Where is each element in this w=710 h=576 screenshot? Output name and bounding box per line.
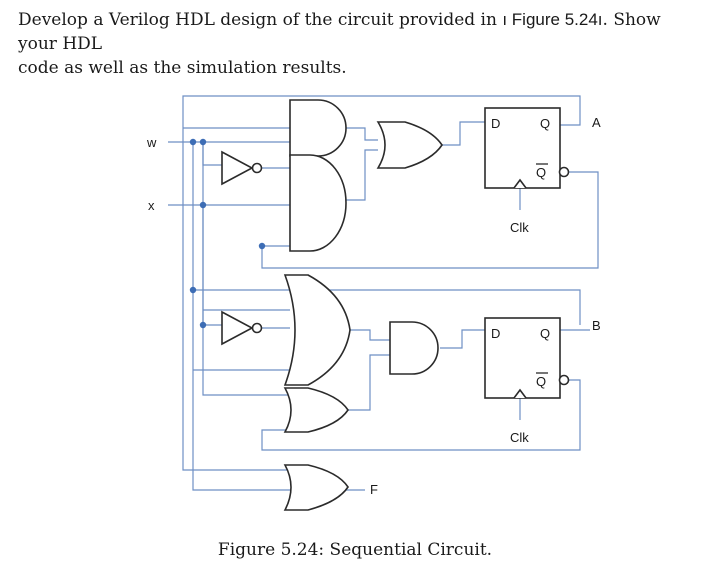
figure-caption: Figure 5.24: Sequential Circuit. — [217, 540, 493, 560]
junction-dot — [199, 138, 207, 146]
junction-dot — [199, 201, 207, 209]
prompt-text-1: Develop a Verilog HDL design of the circ… — [18, 10, 503, 30]
ff-bottom-qbar-bubble — [558, 374, 570, 386]
figure-reference: ı Figure 5.24ı — [502, 10, 603, 29]
junction-dot — [199, 321, 207, 329]
and-gate-1 — [289, 99, 347, 157]
inverter-top — [221, 150, 263, 186]
or-gate-f — [283, 464, 349, 511]
input-w-label: w — [146, 135, 157, 150]
problem-statement: Develop a Verilog HDL design of the circ… — [18, 8, 698, 80]
or-gate-4 — [283, 387, 349, 433]
ff-top-q-label: Q — [540, 116, 550, 131]
junction-dots — [189, 138, 266, 329]
and-gate-bottom — [389, 321, 439, 375]
or-gate-3 — [283, 274, 351, 386]
ff-top-clk-label: Clk — [510, 220, 529, 235]
prompt-text-3: code as well as the simulation results. — [18, 58, 347, 78]
ff-top-clk-triangle — [513, 178, 527, 189]
junction-dot — [258, 242, 266, 250]
ff-bottom-clk-triangle — [513, 388, 527, 399]
junction-dot — [189, 138, 197, 146]
ff-bottom-q-label: Q — [540, 326, 550, 341]
junction-dot — [189, 286, 197, 294]
output-b-label: B — [592, 318, 601, 333]
flip-flop-bottom: D Q Q Clk — [484, 317, 570, 445]
input-x-label: x — [148, 198, 155, 213]
ff-top-qbar-bubble — [558, 166, 570, 178]
output-a-label: A — [592, 115, 601, 130]
and-gate-2 — [289, 154, 347, 252]
ff-bottom-qbar-label: Q — [536, 374, 546, 389]
prompt-text-2: . Show your HDL — [18, 10, 661, 54]
ff-top-d-label: D — [491, 116, 500, 131]
or-gate-top — [376, 121, 443, 169]
flip-flop-top: D Q Q Clk — [484, 107, 570, 235]
inverter-bottom — [221, 310, 263, 346]
ff-bottom-d-label: D — [491, 326, 500, 341]
ff-top-qbar-label: Q — [536, 165, 546, 180]
ff-bottom-clk-label: Clk — [510, 430, 529, 445]
output-f-label: F — [370, 482, 378, 497]
